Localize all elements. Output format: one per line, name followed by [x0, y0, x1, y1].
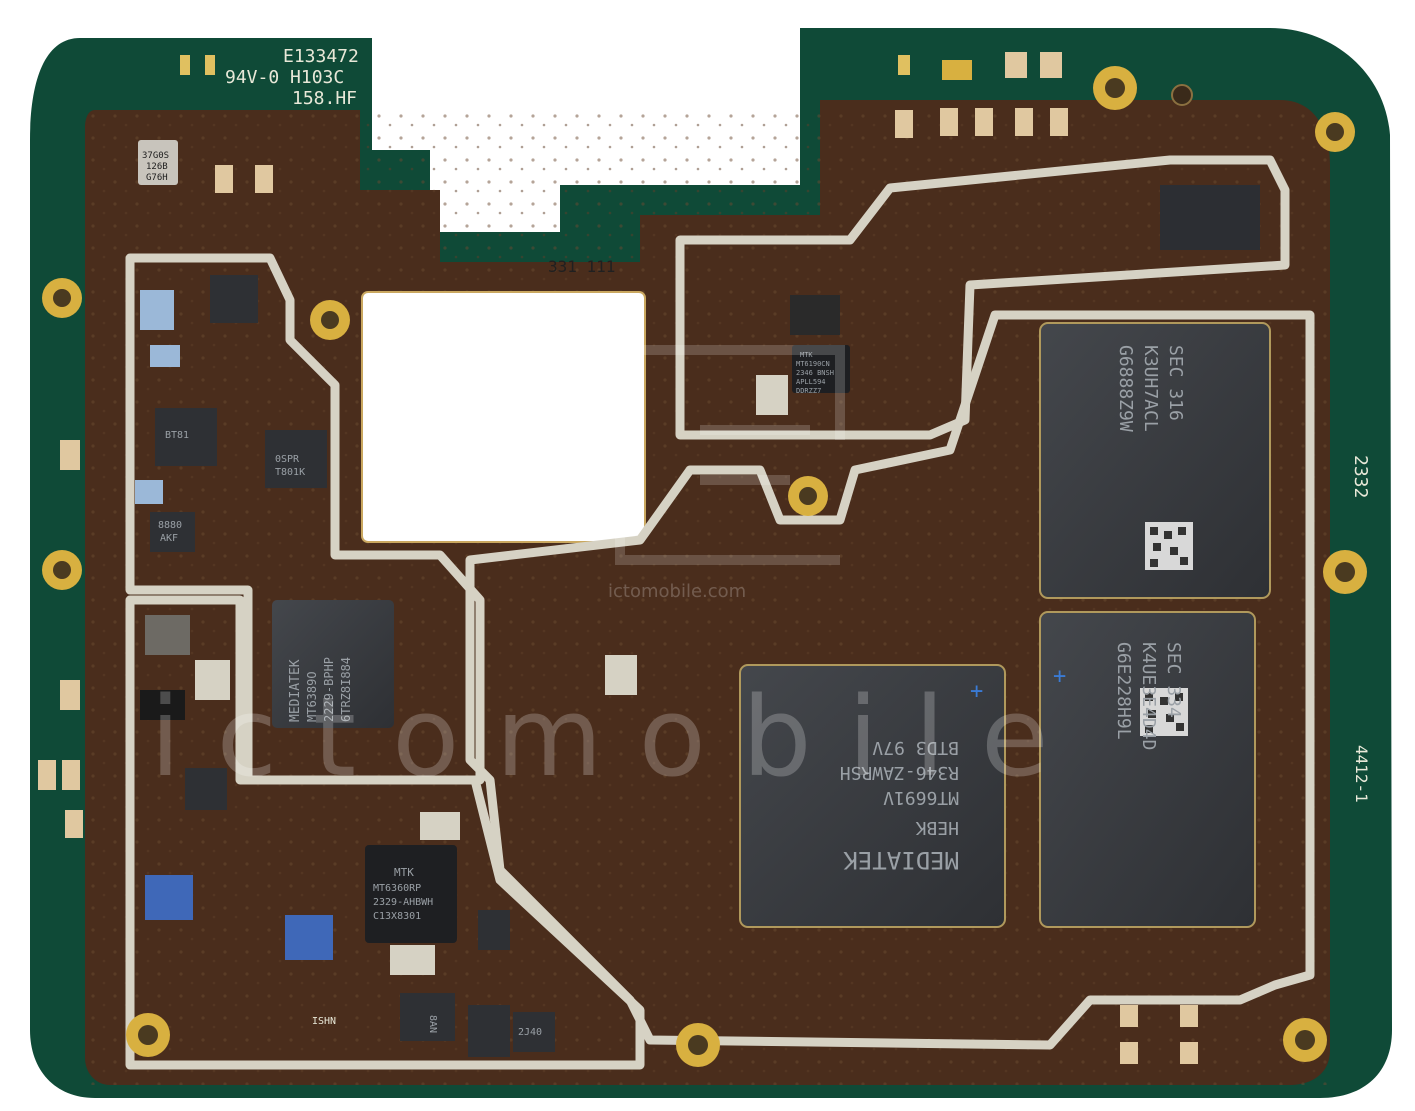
- mounting-hole: [310, 300, 350, 340]
- ic-37g: [138, 140, 178, 185]
- rf-line2: MT6190CN: [796, 360, 830, 368]
- ufs-line1: SEC 316: [1165, 345, 1186, 421]
- watermark-logo: [615, 345, 845, 565]
- soc-line3: R346-ZAWRSH: [840, 762, 959, 783]
- silk-board-code: 331 111: [548, 257, 615, 276]
- rf-chip-marking: MTK MT6190CN 2346 BNSH APLL594 DDRZZ7: [796, 351, 834, 395]
- watermark: ictomobile.com ictomobile: [150, 581, 1085, 801]
- soc-marking: MEDIATEK HEBK MT6691V R346-ZAWRSH BTD3 9…: [840, 737, 959, 874]
- ufs-marking: SEC 316 K3UH7ACL G6888Z9W: [1115, 345, 1186, 432]
- rf-chip-small: [792, 345, 850, 393]
- ram-line1: SEC 334: [1163, 642, 1184, 718]
- watermark-url: ictomobile.com: [608, 581, 746, 602]
- mounting-hole: [1283, 1018, 1327, 1062]
- soc-chip: [739, 664, 1006, 928]
- modem-pmic-line4: 6TRZ8I884: [339, 657, 353, 722]
- soc-line2: MT6691V: [883, 787, 959, 808]
- datamatrix-ram: [1140, 688, 1188, 736]
- mounting-hole: [1315, 112, 1355, 152]
- silk-cert-line3: 158.HF: [292, 88, 357, 109]
- ram-line3: G6E228H9L: [1113, 642, 1134, 740]
- pmic-line4: C13X8301: [373, 911, 421, 922]
- ic-8an-line1: 8AN: [427, 1015, 438, 1033]
- ram-pin1-mark: +: [1053, 664, 1066, 689]
- soc-line4: BTD3 97V: [872, 737, 959, 758]
- mounting-hole: [126, 1013, 170, 1057]
- modem-pmic-line2: MT6389O: [305, 671, 319, 722]
- ic-t801-line1: 0SPR: [275, 454, 300, 465]
- mounting-hole: [788, 476, 828, 516]
- silk-date-code: 2332: [1350, 455, 1371, 498]
- soc-line5: HEBK: [915, 817, 959, 838]
- mounting-hole: [42, 550, 82, 590]
- ufs-storage-chip: [1039, 322, 1271, 599]
- pmic-marking: MTK MT6360RP 2329-AHBWH C13X8301: [373, 866, 433, 922]
- ic-b1-line1: BT81: [165, 430, 189, 441]
- pmic-line2: MT6360RP: [373, 883, 421, 894]
- ic-t801-line2: T801K: [275, 467, 305, 478]
- camera-cutout: [361, 291, 646, 543]
- smd-components: [38, 52, 1260, 1064]
- mounting-hole: [1093, 66, 1137, 110]
- pmic-line3: 2329-AHBWH: [373, 897, 433, 908]
- test-point: [1171, 84, 1193, 106]
- ram-marking: SEC 334 K4UE3E4D4D G6E228H9L: [1113, 642, 1184, 750]
- rf-line3: 2346 BNSH: [796, 369, 834, 377]
- mounting-hole: [676, 1023, 720, 1067]
- mounting-hole: [42, 278, 82, 318]
- ic-37g-line2: 126B: [146, 162, 168, 172]
- modem-pmic-chip: [272, 600, 394, 728]
- ic-ishn-line1: ISHN: [312, 1016, 336, 1027]
- mounting-hole: [1323, 550, 1367, 594]
- soc-line1: MEDIATEK: [843, 846, 959, 874]
- ufs-line3: G6888Z9W: [1115, 345, 1136, 432]
- rf-line1: MTK: [800, 351, 813, 359]
- silk-cert-line1: E133472: [283, 46, 359, 67]
- ram-line2: K4UE3E4D4D: [1138, 642, 1159, 750]
- watermark-word: ictomobile: [150, 673, 1085, 801]
- ic-2j-line1: 2J40: [518, 1027, 542, 1038]
- datamatrix-ufs: [1145, 522, 1193, 570]
- ic-37g-line1: 37G0S: [142, 151, 169, 161]
- pmic-chip: [365, 845, 457, 943]
- ram-chip: [1039, 611, 1256, 928]
- shield-frames: [125, 155, 1315, 1070]
- rf-line4: APLL594: [796, 378, 826, 386]
- modem-pmic-line3: 2229-BPHP: [322, 657, 336, 722]
- ufs-line2: K3UH7ACL: [1140, 345, 1161, 432]
- modem-pmic-marking: MEDIATEK MT6389O 2229-BPHP 6TRZ8I884: [288, 657, 353, 722]
- soc-pin1-mark: +: [970, 679, 983, 704]
- silk-cert-line2: 94V-0 H103C: [225, 67, 344, 88]
- pmic-line1: MTK: [394, 866, 414, 879]
- rf-line5: DDRZZ7: [796, 387, 821, 395]
- ic-37g-line3: G76H: [146, 173, 168, 183]
- modem-pmic-line1: MEDIATEK: [288, 659, 303, 722]
- ic-8880-line1: 8880: [158, 520, 182, 531]
- mounting-holes: [42, 66, 1367, 1067]
- silk-rev-code: 4412-1: [1352, 745, 1371, 803]
- ic-8880-line2: AKF: [160, 533, 178, 544]
